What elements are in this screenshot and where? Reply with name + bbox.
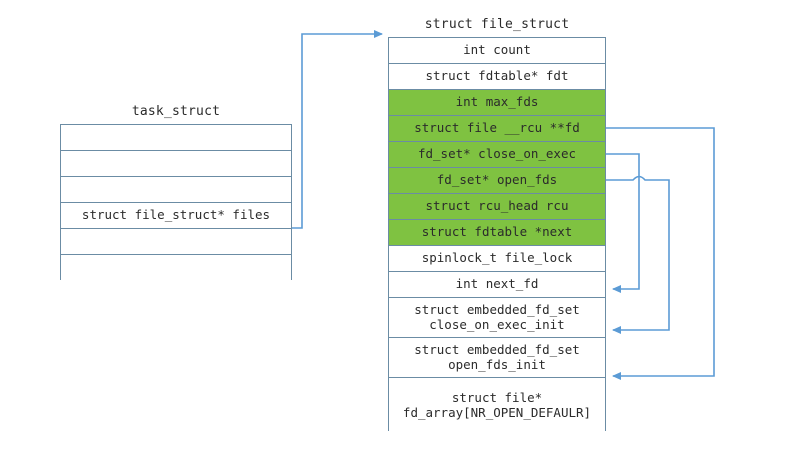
file-struct-row-file-lock: spinlock_t file_lock bbox=[389, 246, 605, 272]
connector-close-on-exec-to-init bbox=[606, 153, 640, 293]
file-struct-row-close-on-exec-init: struct embedded_fd_set close_on_exec_ini… bbox=[389, 298, 605, 338]
task-struct-row-files: struct file_struct* files bbox=[61, 203, 291, 229]
file-struct-title: struct file_struct bbox=[424, 17, 570, 32]
connector-fd-to-fd-array bbox=[606, 127, 715, 380]
task-struct-row bbox=[61, 177, 291, 203]
file-struct-row-count: int count bbox=[389, 38, 605, 64]
file-struct-row-max-fds: int max_fds bbox=[389, 90, 605, 116]
file-struct-row-fd: struct file __rcu **fd bbox=[389, 116, 605, 142]
file-struct-row-fdt: struct fdtable* fdt bbox=[389, 64, 605, 90]
file-struct-row-next-fd: int next_fd bbox=[389, 272, 605, 298]
file-struct-row-open-fds-init: struct embedded_fd_set open_fds_init bbox=[389, 338, 605, 378]
file-struct-row-fd-array: struct file* fd_array[NR_OPEN_DEFAULR] bbox=[389, 378, 605, 433]
task-struct-row bbox=[61, 151, 291, 177]
file-struct-row-rcu-head: struct rcu_head rcu bbox=[389, 194, 605, 220]
file-struct-row-open-fds: fd_set* open_fds bbox=[389, 168, 605, 194]
file-struct-row-next: struct fdtable *next bbox=[389, 220, 605, 246]
task-struct-box: struct file_struct* files bbox=[60, 124, 292, 281]
connector-open-fds-to-init bbox=[606, 175, 670, 334]
connector-files-to-file-struct bbox=[292, 30, 383, 229]
task-struct-row bbox=[61, 125, 291, 151]
task-struct-row bbox=[61, 229, 291, 255]
file-struct-row-close-on-exec: fd_set* close_on_exec bbox=[389, 142, 605, 168]
file-struct-box: int count struct fdtable* fdt int max_fd… bbox=[388, 37, 606, 433]
task-struct-title: task_struct bbox=[131, 104, 221, 119]
task-struct-row bbox=[61, 255, 291, 281]
